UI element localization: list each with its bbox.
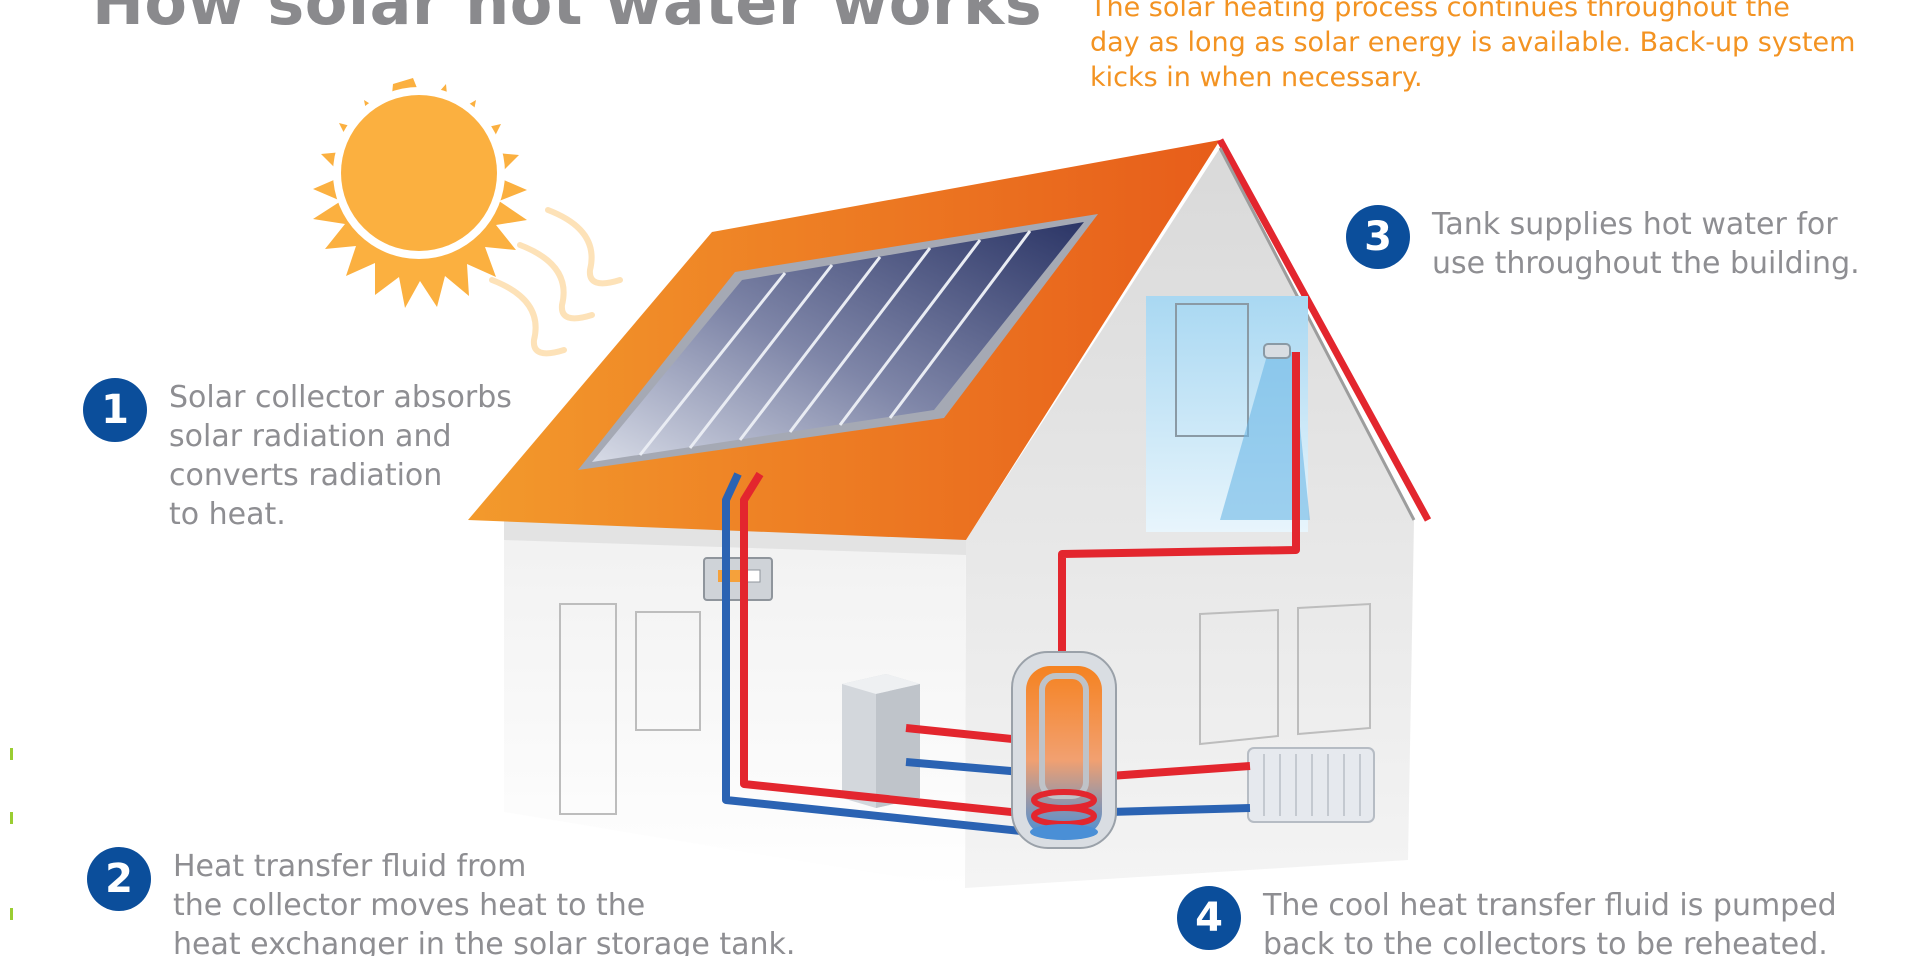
process-note-line: The solar heating process continues thro…: [1090, 0, 1790, 23]
step-line: back to the collectors to be reheated.: [1263, 927, 1828, 956]
page-title: How solar hot water works: [92, 0, 1043, 39]
step-line: use throughout the building.: [1432, 246, 1860, 281]
step-line: Tank supplies hot water for: [1432, 207, 1838, 242]
edge-mark: [10, 812, 13, 824]
step-1: 1 Solar collector absorbs solar radiatio…: [83, 378, 512, 534]
edge-mark: [10, 748, 13, 760]
step-number-badge: 2: [87, 847, 151, 911]
cold-pipe-loop: [722, 472, 1251, 836]
step-line: converts radiation: [169, 458, 443, 493]
step-number-badge: 3: [1346, 205, 1410, 269]
step-number-badge: 1: [83, 378, 147, 442]
sun-icon: [313, 78, 527, 308]
step-description: Tank supplies hot water for use througho…: [1432, 205, 1860, 283]
step-description: The cool heat transfer fluid is pumped b…: [1263, 886, 1837, 956]
step-line: The cool heat transfer fluid is pumped: [1263, 888, 1837, 923]
step-line: the collector moves heat to the: [173, 888, 646, 923]
controller-box: [703, 557, 773, 601]
step-description: Solar collector absorbs solar radiation …: [169, 378, 512, 534]
process-note-line: day as long as solar energy is available…: [1090, 27, 1856, 58]
process-note: The solar heating process continues thro…: [1090, 0, 1890, 95]
front-windows: [559, 602, 1371, 815]
solar-storage-tank: [1011, 651, 1117, 849]
shower-room-window: [1146, 296, 1310, 532]
step-line: solar radiation and: [169, 419, 452, 454]
step-line: Heat transfer fluid from: [173, 849, 527, 884]
heat-waves-icon: [489, 207, 623, 357]
hot-pipe-loop: [740, 352, 1300, 818]
step-line: to heat.: [169, 497, 286, 532]
edge-mark: [10, 908, 13, 920]
step-3: 3 Tank supplies hot water for use throug…: [1346, 205, 1860, 283]
process-note-line: kicks in when necessary.: [1090, 62, 1423, 93]
step-description: Heat transfer fluid from the collector m…: [173, 847, 795, 956]
step-2: 2 Heat transfer fluid from the collector…: [87, 847, 795, 956]
backup-boiler: [842, 674, 920, 808]
solar-collector-panel: [578, 214, 1098, 470]
step-line: heat exchanger in the solar storage tank…: [173, 927, 796, 956]
radiator: [1247, 747, 1375, 823]
step-4: 4 The cool heat transfer fluid is pumped…: [1177, 886, 1837, 956]
step-number-badge: 4: [1177, 886, 1241, 950]
step-line: Solar collector absorbs: [169, 380, 512, 415]
